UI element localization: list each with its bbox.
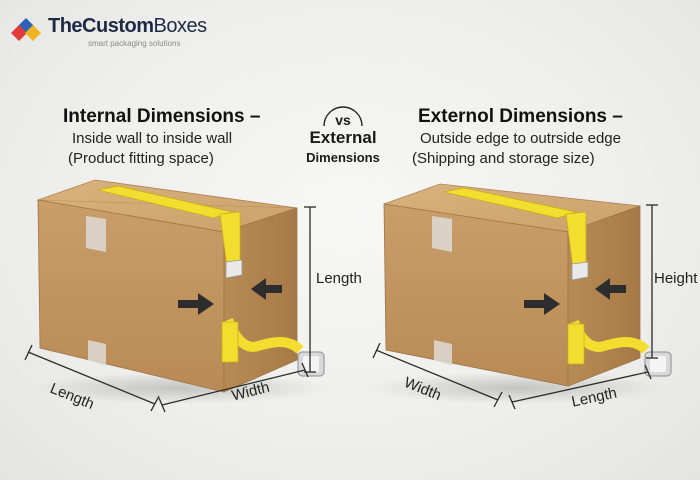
internal-box (24, 179, 330, 413)
external-vertical-label: Height (654, 270, 698, 287)
tape-measure (97, 185, 325, 377)
inward-arrow-icon (524, 278, 626, 315)
external-box (365, 183, 672, 410)
internal-line1: Inside wall to inside wall (72, 130, 233, 147)
internal-vertical-label: Length (316, 270, 362, 287)
vs-dimensions-text: Dimensions (306, 150, 380, 165)
internal-line2: (Product fitting space) (68, 150, 214, 167)
logo-icon (11, 18, 41, 41)
external-line2: (Shipping and storage size) (412, 150, 595, 167)
inward-arrow-icon (178, 278, 282, 315)
brand-name: TheCustomBoxes (48, 15, 207, 37)
external-title: Externol Dimensions – (418, 106, 623, 127)
internal-title: Internal Dimensions – (63, 106, 261, 127)
brand-tagline: smart packaging solutions (88, 39, 181, 48)
external-line1: Outside edge to outrside edge (420, 130, 621, 147)
vs-badge: vs External Dimensions (300, 98, 386, 172)
vs-text: vs (335, 112, 351, 128)
vs-arc (323, 106, 363, 127)
vs-external-text: External (309, 128, 377, 147)
brand-logo: TheCustomBoxes smart packaging solutions (10, 14, 230, 54)
